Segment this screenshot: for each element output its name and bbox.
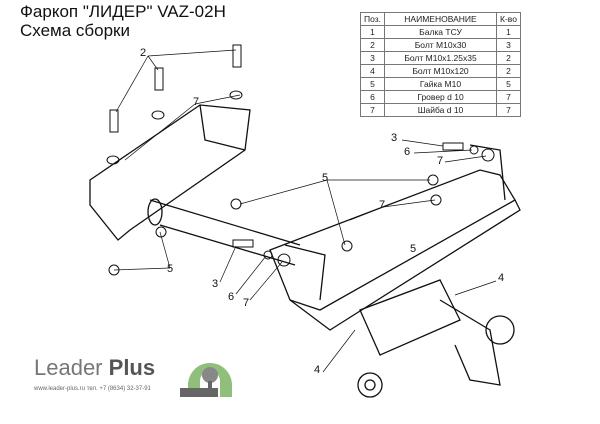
callout-7: 7 <box>193 96 200 108</box>
cross-tube <box>147 198 301 266</box>
diagram-subtitle: Схема сборки <box>20 21 130 40</box>
callout-5: 5 <box>410 243 417 255</box>
main-beam <box>269 144 521 331</box>
callout-6: 6 <box>404 146 411 158</box>
fasteners <box>106 44 495 276</box>
callout-4: 4 <box>314 364 321 376</box>
diagram-title: Фаркоп "ЛИДЕР" VAZ-02H <box>20 2 226 21</box>
cell-qty: 7 <box>496 103 521 117</box>
callout-7: 7 <box>437 155 444 167</box>
brand-name-b: Plus <box>108 355 156 380</box>
hitch-plate <box>357 279 515 398</box>
brand-name: Leader Plus <box>34 355 155 381</box>
callout-7: 7 <box>379 199 386 211</box>
callout-4: 4 <box>498 272 505 284</box>
cell-qty: 1 <box>496 25 521 39</box>
table-header-row: Поз. НАИМЕНОВАНИЕ К-во <box>360 12 521 26</box>
left-bracket <box>89 104 251 241</box>
callout-6: 6 <box>228 291 235 303</box>
callout-5: 5 <box>322 172 329 184</box>
callout-3: 3 <box>212 278 219 290</box>
callout-2: 2 <box>140 47 147 59</box>
leader-lines <box>113 49 497 373</box>
cell-name: Шайба d 10 <box>384 103 497 117</box>
brand-name-a: Leader <box>34 355 103 380</box>
brand-logo <box>180 363 232 397</box>
callout-3: 3 <box>391 132 398 144</box>
callout-7: 7 <box>243 297 250 309</box>
callout-5: 5 <box>167 263 174 275</box>
cell-qty: 5 <box>496 77 521 91</box>
brand-contact: www.leader-plus.ru тел. +7 (8634) 32-37-… <box>34 386 151 392</box>
